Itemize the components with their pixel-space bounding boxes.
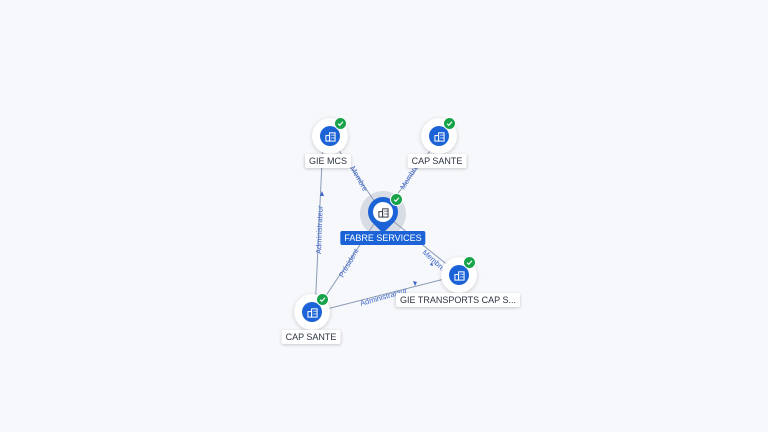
verified-check-icon	[443, 117, 456, 130]
edge-arrow	[320, 191, 324, 196]
edge-cap-sante-bottom-gie-mcs	[314, 139, 324, 313]
node-label: GIE MCS	[304, 154, 352, 168]
node-label: CAP SANTE	[281, 330, 341, 344]
verified-check-icon	[334, 117, 347, 130]
edge-label: Président	[337, 246, 361, 279]
node-label: GIE TRANSPORTS CAP S...	[395, 293, 521, 307]
building-icon	[324, 131, 336, 142]
verified-check-icon	[463, 256, 476, 269]
edge-arrow	[430, 262, 433, 266]
building-icon	[453, 270, 465, 281]
edge-arrow	[413, 281, 417, 286]
edge-cap-sante-bottom-gie-transports	[314, 274, 461, 313]
center-node-label: FABRE SERVICES	[340, 231, 426, 245]
building-icon	[377, 207, 389, 218]
edge-label: Membre	[348, 165, 370, 193]
node-label: CAP SANTE	[407, 154, 467, 168]
edge-label: Administrateur	[314, 205, 325, 254]
verified-check-icon	[316, 293, 329, 306]
verified-check-icon	[390, 193, 403, 206]
building-icon	[306, 307, 318, 318]
building-icon	[433, 131, 445, 142]
